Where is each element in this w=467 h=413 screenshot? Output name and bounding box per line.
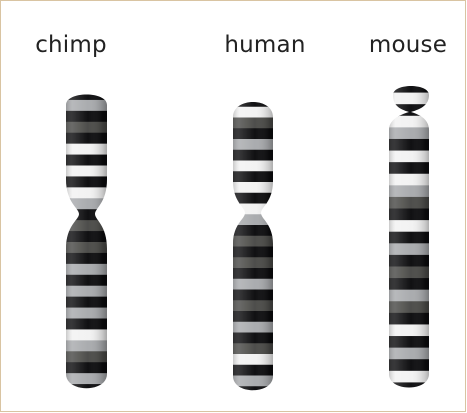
chromosome-mouse xyxy=(384,79,436,399)
chromosome-human xyxy=(228,93,280,403)
mouse-shading xyxy=(384,79,436,399)
chromosome-chimp xyxy=(61,86,113,401)
human-shading xyxy=(228,93,280,403)
chimp-shading xyxy=(61,86,113,401)
